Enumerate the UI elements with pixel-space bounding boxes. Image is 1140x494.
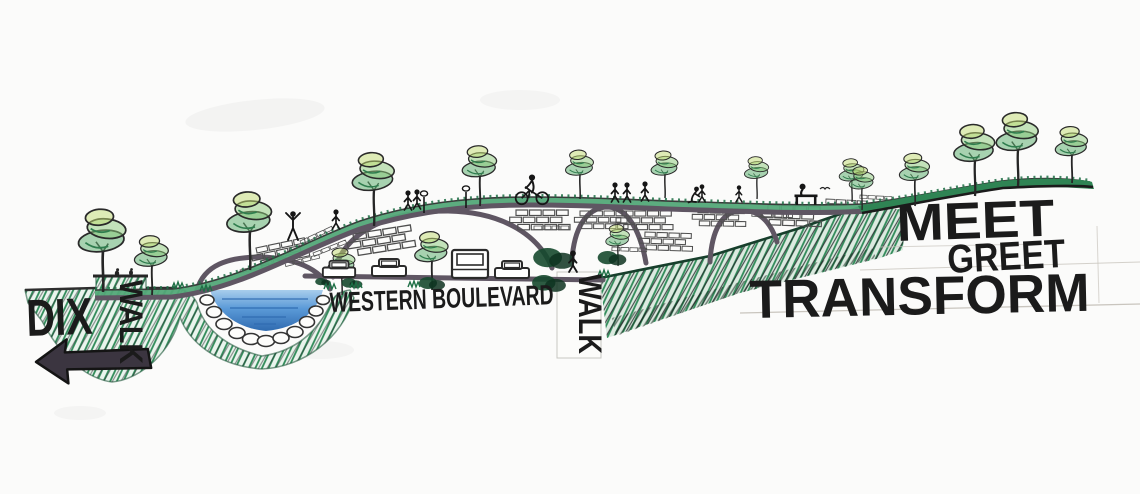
pencil-line <box>859 261 1140 271</box>
slope-hatch-core <box>612 248 876 336</box>
car <box>371 258 407 277</box>
bush <box>597 251 627 266</box>
mound-underline <box>861 184 1094 215</box>
pedestrian <box>735 184 743 203</box>
dix-arrow <box>34 338 153 385</box>
pencil-line <box>879 243 1041 248</box>
bush <box>315 278 331 286</box>
dix-label: DIX <box>25 288 93 348</box>
tree <box>1053 124 1090 184</box>
tree <box>743 155 770 200</box>
bush <box>533 248 575 269</box>
greet-label: GREET <box>946 232 1066 282</box>
walk-right-label: WALK <box>572 274 608 354</box>
perched-bird <box>129 268 133 276</box>
pencil-line <box>739 303 1140 314</box>
pedestrian <box>697 183 707 203</box>
arch-pond <box>194 254 333 293</box>
tree <box>564 148 595 200</box>
pedestrian <box>640 180 650 202</box>
tree <box>649 149 680 199</box>
lettering: DIX WALK WESTERN BOULEVARD WALK MEET GRE… <box>25 190 1090 364</box>
street-label: WESTERN BOULEVARD <box>329 279 554 318</box>
flying-bird <box>819 186 831 191</box>
tree <box>994 110 1041 188</box>
pedestrian <box>331 208 341 230</box>
pond-water <box>210 290 323 331</box>
pencil-guides <box>739 225 1140 314</box>
walk-left-label: WALK <box>113 280 149 364</box>
figures <box>114 173 831 277</box>
pedestrian <box>568 249 578 273</box>
bench-with-person <box>793 182 819 207</box>
perched-bird <box>114 268 120 277</box>
pedestrian <box>403 189 413 211</box>
person-raised-arms <box>285 210 301 241</box>
pond-rocks <box>199 294 331 348</box>
car <box>494 260 530 279</box>
meet-label: MEET <box>895 190 1055 253</box>
bus <box>450 248 490 280</box>
deck-rail <box>94 202 869 301</box>
embankment-slope <box>599 203 905 338</box>
pond-ripples <box>222 298 308 325</box>
pond <box>199 290 331 348</box>
transform-label: TRANSFORM <box>749 263 1090 330</box>
pencil-line <box>1096 225 1100 304</box>
slope-top-edge <box>599 203 867 280</box>
